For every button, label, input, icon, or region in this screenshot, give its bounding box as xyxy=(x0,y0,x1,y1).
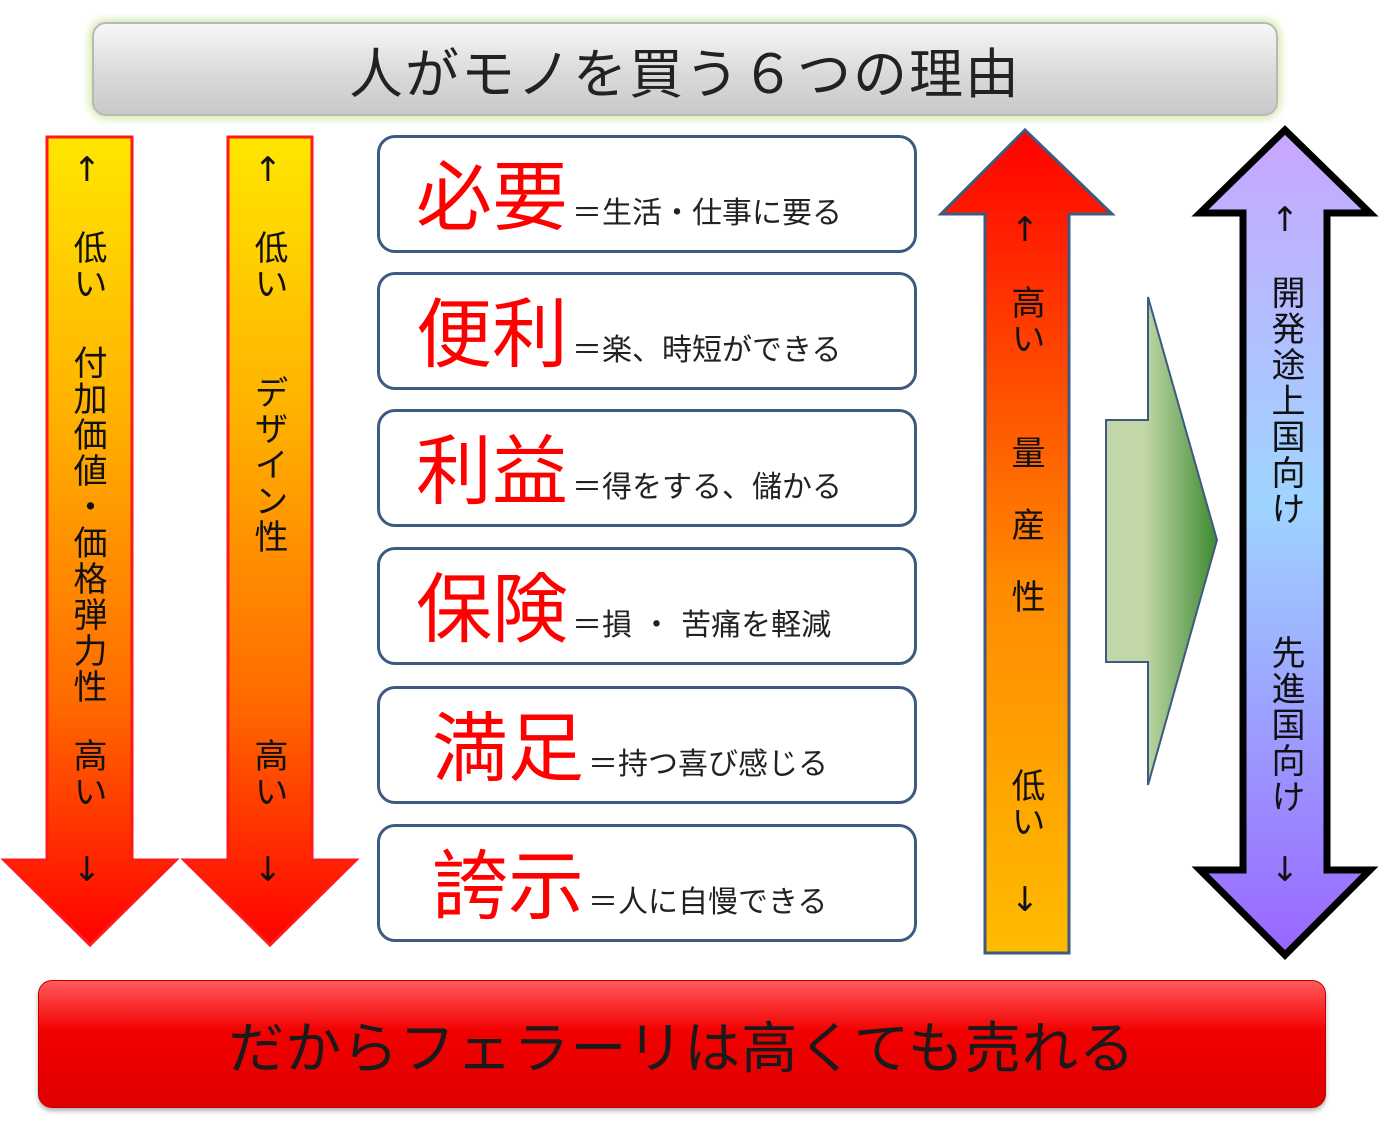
added-value-top-label: 低い xyxy=(67,230,107,302)
design-top-label: 低い xyxy=(248,230,288,302)
conclusion-banner: だからフェラーリは高くても売れる xyxy=(38,980,1326,1108)
mass-production-arrow xyxy=(937,127,1116,955)
mass-production-down-arrow: ↓ xyxy=(1005,880,1045,922)
reason-box-satisfaction: 満足 ＝持つ喜び感じる xyxy=(377,686,917,804)
added-value-down-arrow: ↓ xyxy=(67,850,107,892)
reason-box-profit: 利益 ＝得をする、儲かる xyxy=(377,409,917,527)
design-bottom-label: 高い xyxy=(248,738,288,810)
mass-production-axis-label: 量産性 xyxy=(1005,435,1045,651)
added-value-arrow xyxy=(0,135,180,948)
design-up-arrow: ↑ xyxy=(248,150,288,192)
mass-production-bottom-label: 低い xyxy=(1005,768,1045,840)
market-down-arrow: ↓ xyxy=(1265,850,1305,892)
added-value-up-arrow: ↑ xyxy=(67,150,107,192)
right-chevron xyxy=(1105,296,1219,786)
reason-term: 保険 xyxy=(416,565,568,654)
reason-description: ＝損 ・ 苦痛を軽減 xyxy=(572,608,832,643)
mass-production-top-label: 高い xyxy=(1005,285,1045,357)
reason-description: ＝生活・仕事に要る xyxy=(572,196,842,231)
reason-term: 利益 xyxy=(416,427,568,516)
mass-production-up-arrow: ↑ xyxy=(1005,210,1045,252)
reason-box-convenience: 便利 ＝楽、時短ができる xyxy=(377,272,917,390)
reason-term: 誇示 xyxy=(432,842,584,931)
reason-description: ＝楽、時短ができる xyxy=(572,333,842,368)
title-banner: 人がモノを買う６つの理由 xyxy=(92,22,1278,116)
conclusion-text: だからフェラーリは高くても売れる xyxy=(228,1016,1136,1082)
market-double-arrow xyxy=(1191,125,1379,960)
reason-description: ＝得をする、儲かる xyxy=(572,470,842,505)
market-bottom-label: 先進国向け xyxy=(1265,635,1305,815)
added-value-axis-label: 付加価値・価格弾力性 xyxy=(67,345,107,705)
added-value-bottom-label: 高い xyxy=(67,738,107,810)
reason-term: 必要 xyxy=(416,153,568,242)
page-title: 人がモノを買う６つの理由 xyxy=(349,42,1021,106)
reason-description: ＝持つ喜び感じる xyxy=(588,747,828,782)
market-top-label: 開発途上国向け xyxy=(1265,275,1305,527)
market-up-arrow: ↑ xyxy=(1265,200,1305,242)
reason-box-display: 誇示 ＝人に自慢できる xyxy=(377,824,917,942)
reason-term: 便利 xyxy=(416,290,568,379)
reason-description: ＝人に自慢できる xyxy=(588,885,828,920)
reason-box-insurance: 保険 ＝損 ・ 苦痛を軽減 xyxy=(377,547,917,665)
design-arrow xyxy=(180,135,360,948)
reason-term: 満足 xyxy=(432,704,584,793)
reason-box-necessity: 必要 ＝生活・仕事に要る xyxy=(377,135,917,253)
design-down-arrow: ↓ xyxy=(248,850,288,892)
design-axis-label: デザイン性 xyxy=(248,375,288,555)
